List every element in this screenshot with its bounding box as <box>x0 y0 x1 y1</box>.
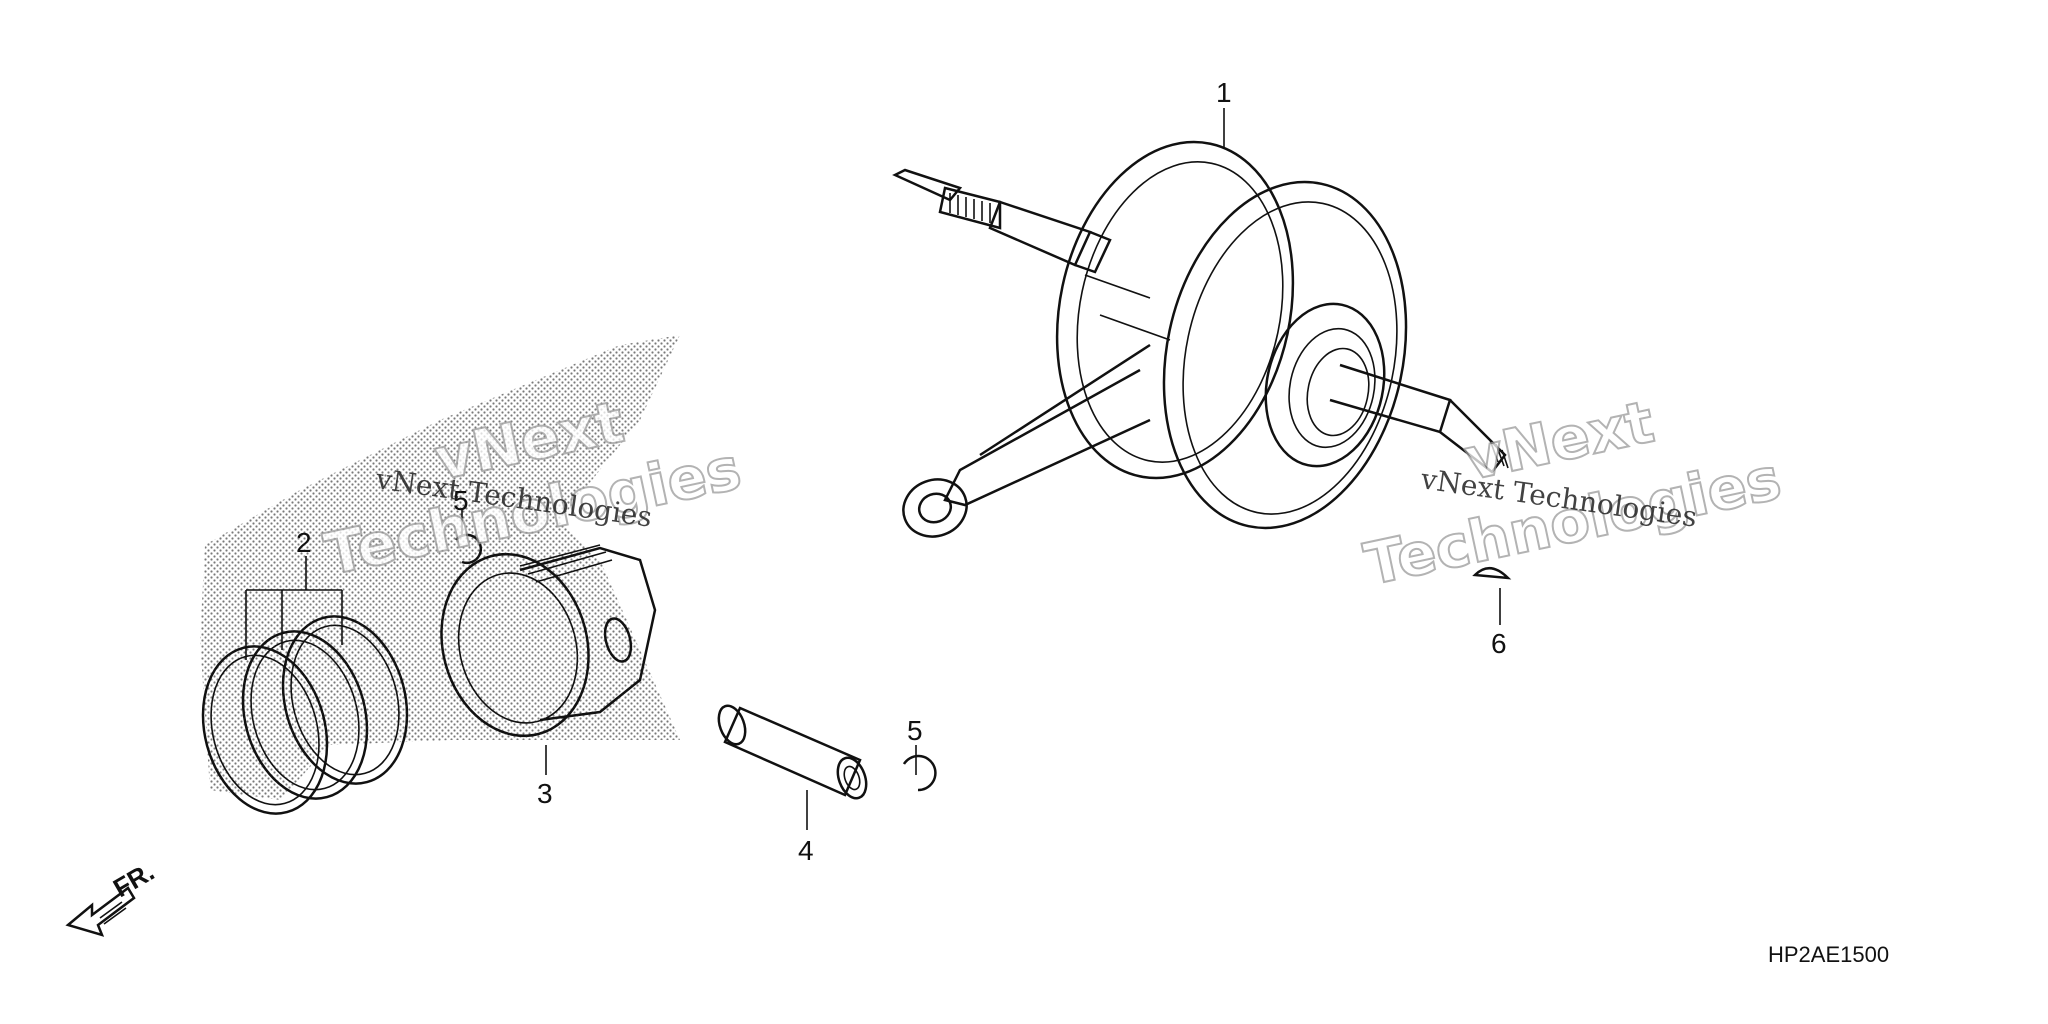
callout-2: 2 <box>296 527 312 558</box>
callout-1: 1 <box>1216 77 1232 108</box>
diagram-code: HP2AE1500 <box>1768 942 1889 967</box>
leader-lines <box>245 108 1501 830</box>
callout-6: 6 <box>1491 628 1507 659</box>
woodruff-key <box>1472 567 1512 580</box>
watermark-right: vNext Technologies vNext Technologies <box>1358 387 1788 600</box>
stipple-shadow <box>200 335 680 800</box>
callout-5-upper: 5 <box>453 485 469 516</box>
callout-3: 3 <box>537 778 553 809</box>
piston-pin <box>717 704 868 800</box>
callout-5-lower: 5 <box>907 715 923 746</box>
piston <box>440 544 657 738</box>
crankshaft <box>892 140 1509 538</box>
clip-upper <box>455 533 483 565</box>
callout-4: 4 <box>798 835 814 866</box>
clip-lower <box>902 754 937 792</box>
front-arrow-icon <box>65 886 136 937</box>
